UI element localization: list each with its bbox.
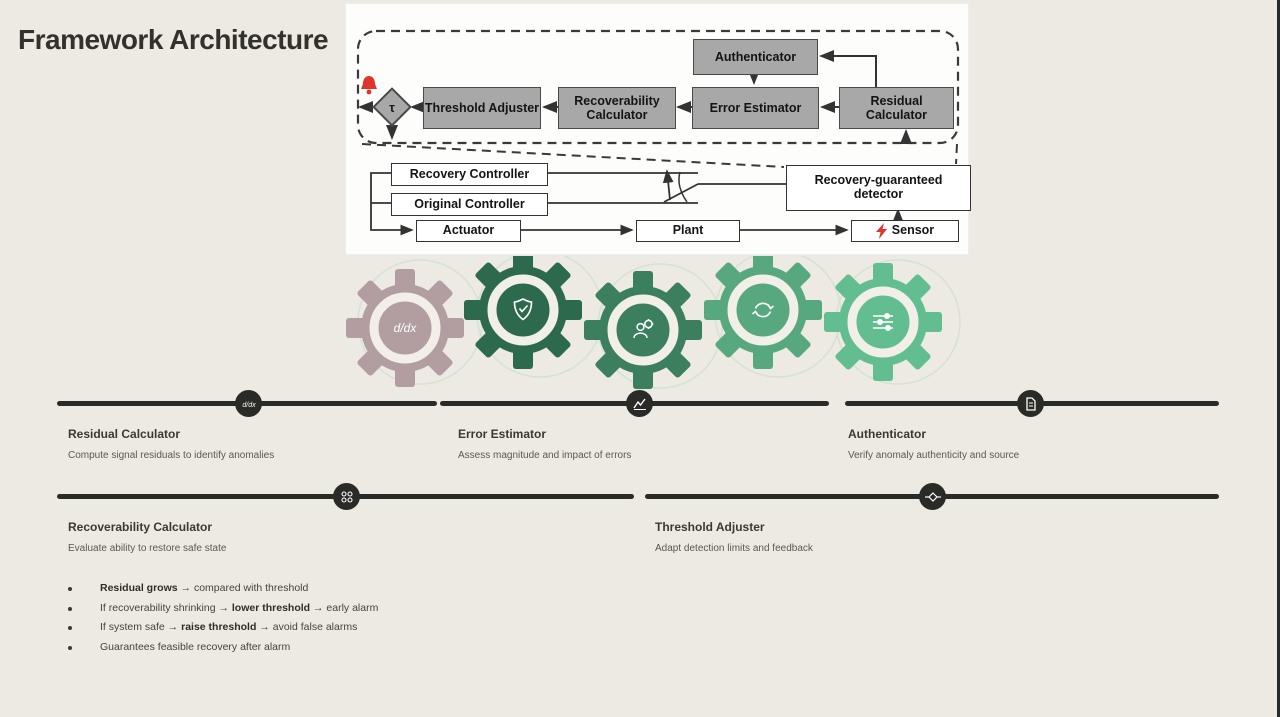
bullet-dot [68,645,72,650]
list-item: Guarantees feasible recovery after alarm [68,641,628,653]
error-estimator-gear [584,271,702,389]
diagram-box-residual-calculator: Residual Calculator [839,87,954,129]
list-item: If system safe → raise threshold → avoid… [68,621,628,633]
diagram-box-actuator: Actuator [416,220,521,242]
diagram-box-recovery-guaranteed-detector: Recovery-guaranteed detector [786,165,971,211]
window-edge-line [1277,0,1280,717]
page-title: Framework Architecture [18,24,329,55]
document-icon [1025,396,1036,411]
threshold-adjuster-gear [824,263,942,381]
residual-calculator-gear: d/dx [346,269,464,387]
architecture-diagram-panel: Authenticator Threshold Adjuster Recover… [345,3,971,255]
attack-bolt-icon [875,222,887,239]
timeline-title-threshold-adjuster: Threshold Adjuster [655,520,765,534]
timeline-title-authenticator: Authenticator [848,427,926,441]
timeline-node-authenticator [1017,390,1044,417]
bullet-dot [68,606,72,611]
sliders-icon [873,313,893,332]
diagram-box-recoverability-calculator: Recoverability Calculator [558,87,676,129]
user-gear-icon [633,319,654,339]
timeline-desc-threshold-adjuster: Adapt detection limits and feedback [655,543,813,554]
diagram-box-recovery-controller: Recovery Controller [391,163,548,186]
grid-dots-icon [340,490,353,503]
alarm-bell-icon [361,76,377,95]
diagram-box-sensor: Sensor [851,220,959,242]
timeline-node-residual-calculator: d/dx [235,390,262,417]
bullet-list: Residual grows → compared with threshold… [68,582,628,660]
recoverability-gear [704,256,822,369]
timeline-title-recoverability-calculator: Recoverability Calculator [68,520,213,534]
diagram-box-error-estimator: Error Estimator [692,87,819,129]
bullet-dot [68,626,72,630]
diagram-box-original-controller: Original Controller [391,193,548,216]
diagram-box-threshold-adjuster: Threshold Adjuster [423,87,541,129]
sync-icon [751,302,775,318]
diagram-box-authenticator: Authenticator [693,39,818,75]
bullet-dot [68,587,72,591]
authenticator-gear [464,256,582,369]
switch-icon [546,169,786,204]
derivative-icon: d/dx [242,402,256,409]
timeline-title-error-estimator: Error Estimator [458,427,547,441]
detector-loop-dashed-border [356,29,960,145]
derivative-icon: d/dx [394,321,418,335]
list-item: Residual grows → compared with threshold [68,582,628,594]
timeline-desc-error-estimator: Assess magnitude and impact of errors [458,450,632,461]
timeline-desc-recoverability-calculator: Evaluate ability to restore safe state [68,543,227,554]
gears-row: d/dx [346,256,961,389]
shield-check-icon [513,298,533,321]
timeline-title-residual-calculator: Residual Calculator [68,427,181,441]
timeline-node-threshold-adjuster [919,483,946,510]
tau-symbol: τ [389,99,395,115]
diagram-wiring [356,29,960,236]
list-item: If recoverability shrinking → lower thre… [68,602,628,614]
chart-line-icon [632,398,646,410]
sensor-label: Sensor [891,223,935,238]
timeline-desc-authenticator: Verify anomaly authenticity and source [848,450,1020,461]
route-diamond-icon [924,491,941,502]
timeline-desc-residual-calculator: Compute signal residuals to identify ano… [68,450,275,461]
threshold-comparator-diamond: τ [372,87,412,127]
timeline-node-error-estimator [626,390,653,417]
timeline-node-recoverability-calculator [333,483,360,510]
diagram-box-plant: Plant [636,220,740,242]
